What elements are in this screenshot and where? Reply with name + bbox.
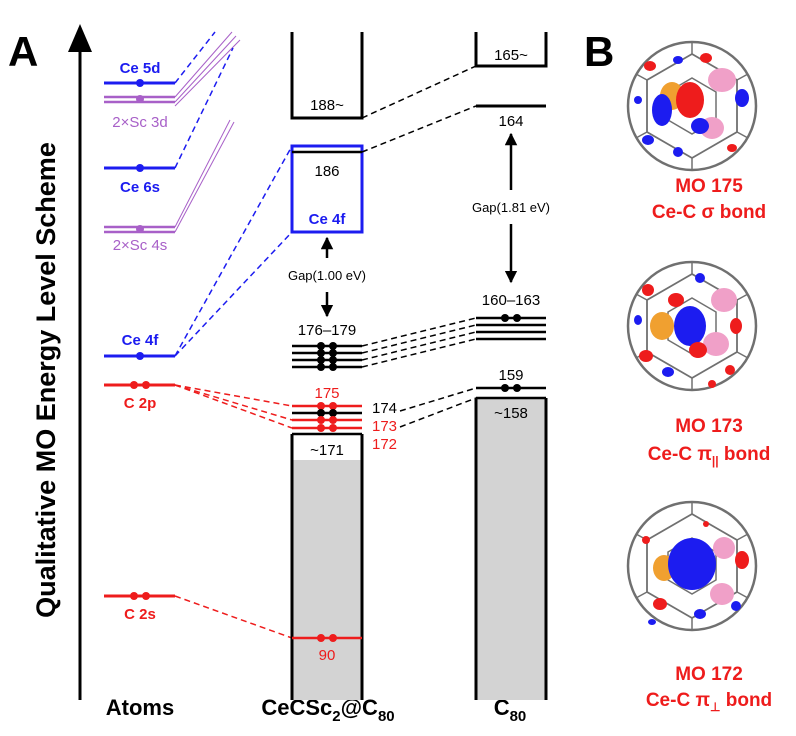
connector-sc-4s-b: [174, 121, 235, 233]
electron-175-a: [317, 402, 325, 410]
connector-173-158: [399, 397, 477, 428]
electron-c-2p-b: [142, 381, 150, 389]
electron-178-a: [317, 349, 325, 357]
electron-172-a: [317, 424, 325, 432]
orbital-image-mo172: [626, 500, 758, 632]
column-label-atoms: Atoms: [106, 695, 174, 720]
connector-186-164: [361, 105, 477, 153]
c80-label-159: 159: [498, 367, 523, 384]
connector-174-159: [399, 387, 477, 412]
complex-label-188: 188~: [310, 97, 344, 114]
electron-90-b: [329, 634, 337, 642]
c80-unoccupied-band: [474, 32, 548, 68]
connector-c-2p-172: [174, 384, 293, 429]
electron-sc-4s: [136, 225, 144, 233]
complex-label-171: ~171: [310, 442, 344, 459]
connector-ce-4f-bottom: [174, 231, 293, 357]
c80-occupied-band-fill: [476, 398, 546, 700]
connector-sc-3d-a: [174, 31, 233, 98]
connector-178-162: [361, 324, 477, 354]
electron-174-a: [317, 409, 325, 417]
orbital-image-mo173: [626, 260, 758, 392]
electron-c-2p-a: [130, 381, 138, 389]
electron-159-a: [501, 384, 509, 392]
connector-ce-4f-top: [174, 145, 293, 357]
connector-ce-6s: [174, 47, 234, 169]
complex-label-176-179: 176–179: [298, 322, 356, 339]
electron-90-a: [317, 634, 325, 642]
electron-ce-6s: [136, 164, 144, 172]
electron-ce-4f: [136, 352, 144, 360]
label-ce-5d: Ce 5d: [120, 60, 161, 77]
electron-159-b: [513, 384, 521, 392]
complex-label-172: 172: [372, 436, 397, 453]
electron-163-b: [513, 314, 521, 322]
complex-label-174: 174: [372, 400, 397, 417]
orbital-bond-mo173: Ce-C π|| bond: [648, 444, 771, 468]
label-sc-4s: 2×Sc 4s: [113, 237, 168, 254]
label-ce-4f: Ce 4f: [122, 332, 160, 349]
label-c-2p: C 2p: [124, 395, 157, 412]
electron-177-b: [329, 356, 337, 364]
electron-175-b: [329, 402, 337, 410]
orbital-bond-mo175: Ce-C σ bond: [652, 202, 766, 223]
panel-label-a: A: [8, 28, 38, 75]
connector-ce-5d: [174, 31, 216, 84]
electron-178-b: [329, 349, 337, 357]
electron-177-a: [317, 356, 325, 364]
electron-174-b: [329, 409, 337, 417]
electron-163-a: [501, 314, 509, 322]
complex-label-90: 90: [319, 647, 336, 664]
connector-sc-4s-a: [174, 119, 231, 228]
connector-sc-3d-b: [174, 35, 237, 103]
connector-c-2p-173: [174, 384, 293, 421]
panel-label-b: B: [584, 28, 614, 75]
connector-c-2s: [174, 595, 293, 639]
connector-179-163: [361, 317, 477, 347]
orbital-bond-mo172: Ce-C π⊥ bond: [646, 690, 772, 714]
electron-179-b: [329, 342, 337, 350]
complex-ce4f-block: [290, 144, 364, 234]
electron-c-2s-b: [142, 592, 150, 600]
electron-173-b: [329, 416, 337, 424]
column-label-c80: C80: [494, 695, 527, 725]
electron-179-a: [317, 342, 325, 350]
complex-occupied-band-fill: [292, 460, 362, 700]
y-axis-label: Qualitative MO Energy Level Scheme: [31, 142, 61, 618]
complex-label-ce4f: Ce 4f: [309, 211, 347, 228]
complex-gap-label: Gap(1.00 eV): [288, 268, 366, 283]
orbital-title-mo172: MO 172: [675, 664, 743, 685]
connector-sc-3d-c: [174, 39, 241, 107]
connector-176-160: [361, 338, 477, 368]
c80-label-164: 164: [498, 113, 523, 130]
complex-label-175: 175: [314, 385, 339, 402]
c80-gap-label: Gap(1.81 eV): [472, 200, 550, 215]
complex-label-186: 186: [314, 163, 339, 180]
electron-173-a: [317, 416, 325, 424]
electron-ce-5d: [136, 79, 144, 87]
c80-label-158: ~158: [494, 405, 528, 422]
electron-c-2s-a: [130, 592, 138, 600]
complex-unoccupied-band: [290, 32, 364, 120]
c80-label-160-163: 160–163: [482, 292, 540, 309]
label-sc-3d: 2×Sc 3d: [112, 114, 167, 131]
orbital-title-mo175: MO 175: [675, 176, 743, 197]
y-axis-arrowhead: [68, 24, 92, 52]
electron-176-a: [317, 363, 325, 371]
connector-177-161: [361, 331, 477, 361]
orbital-image-mo175: [626, 40, 758, 172]
connector-188-165: [361, 65, 477, 119]
electron-176-b: [329, 363, 337, 371]
label-c-2s: C 2s: [124, 606, 156, 623]
label-ce-6s: Ce 6s: [120, 179, 160, 196]
electron-sc-3d: [136, 95, 144, 103]
c80-label-165: 165~: [494, 47, 528, 64]
complex-label-173: 173: [372, 418, 397, 435]
orbital-title-mo173: MO 173: [675, 416, 743, 437]
electron-172-b: [329, 424, 337, 432]
